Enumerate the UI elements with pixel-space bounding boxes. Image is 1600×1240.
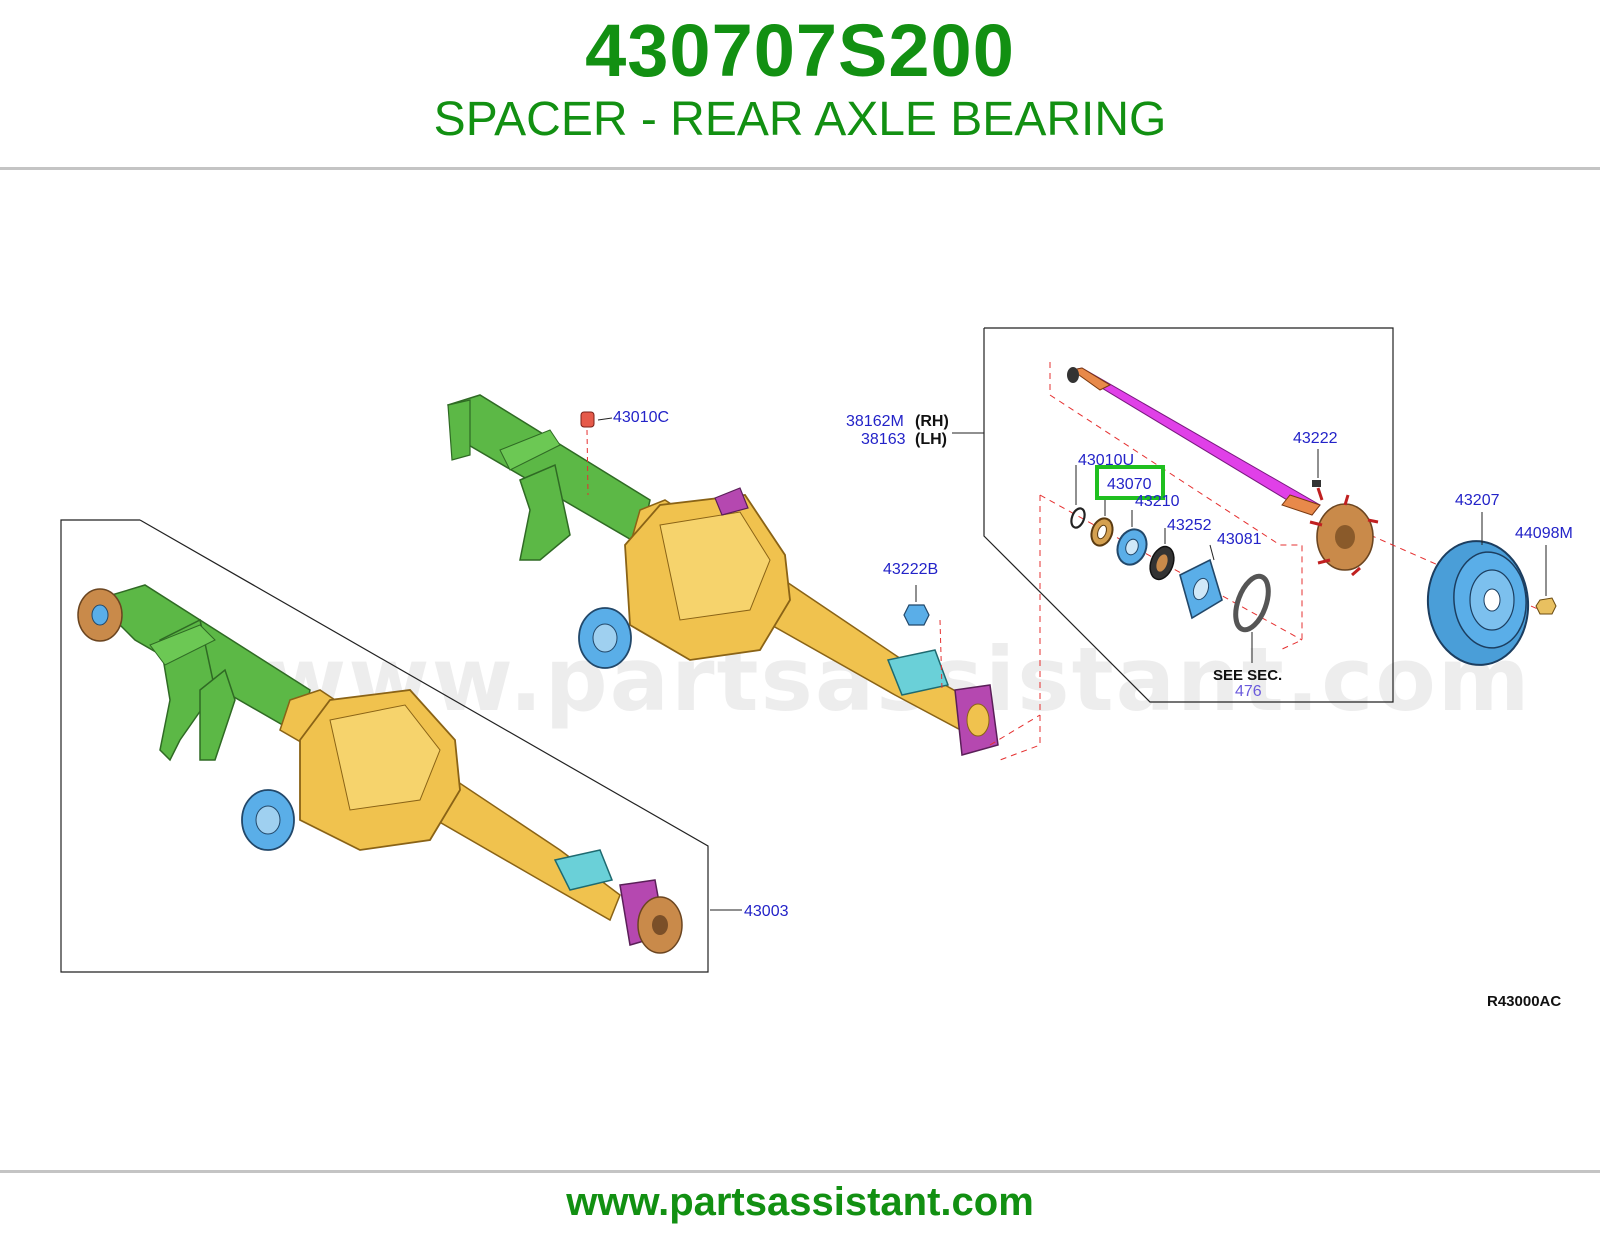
part-43210: 43210 <box>1116 493 1180 566</box>
part-43222: 43222 <box>1293 430 1338 501</box>
axle-assembly-upper <box>447 394 999 756</box>
part-axle-shaft <box>1067 367 1379 577</box>
part-43081: 43081 <box>1179 531 1262 620</box>
callout-38162M[interactable]: 38162M <box>846 413 904 430</box>
part-44098M: 44098M <box>1515 525 1573 615</box>
part-43222B: 43222B <box>883 561 943 691</box>
callout-43222B[interactable]: 43222B <box>883 561 938 578</box>
part-number: 430707S200 <box>585 9 1015 92</box>
part-tone-ring: SEE SEC. 476 <box>1213 573 1282 700</box>
callout-43222[interactable]: 43222 <box>1293 430 1338 447</box>
footer-url[interactable]: www.partsassistant.com <box>566 1180 1034 1224</box>
callout-see-sec: SEE SEC. <box>1213 667 1282 684</box>
part-43070-spacer <box>1090 497 1114 547</box>
part-43010U: 43010U <box>1070 452 1134 529</box>
callout-43070[interactable]: 43070 <box>1107 476 1152 493</box>
highlight-box-43070 <box>1095 465 1165 500</box>
callout-43003[interactable]: 43003 <box>744 903 789 920</box>
header: 430707S200 SPACER - REAR AXLE BEARING <box>0 0 1600 168</box>
callout-43010C[interactable]: 43010C <box>613 409 669 426</box>
callout-44098M[interactable]: 44098M <box>1515 525 1573 542</box>
axle-assembly-lower <box>77 584 683 954</box>
part-description: SPACER - REAR AXLE BEARING <box>433 93 1167 146</box>
callout-43210[interactable]: 43210 <box>1135 493 1180 510</box>
header-divider <box>0 167 1600 170</box>
callout-43010U[interactable]: 43010U <box>1078 452 1134 469</box>
callout-43207[interactable]: 43207 <box>1455 492 1500 509</box>
callout-43252[interactable]: 43252 <box>1167 517 1212 534</box>
callout-38163-side: (LH) <box>915 431 947 448</box>
callout-43081[interactable]: 43081 <box>1217 531 1262 548</box>
part-43252: 43252 <box>1149 517 1212 581</box>
inset-frame-43003 <box>60 519 709 973</box>
callout-38163[interactable]: 38163 <box>861 431 906 448</box>
callout-476[interactable]: 476 <box>1235 683 1262 700</box>
inset-frame-detail <box>952 327 1394 703</box>
part-43010C: 43010C <box>580 409 669 496</box>
part-43207-rotor: 43207 <box>1426 492 1530 666</box>
callout-38162M-side: (RH) <box>915 413 949 430</box>
footer-divider <box>0 1170 1600 1173</box>
diagram-code: R43000AC <box>1487 993 1561 1010</box>
